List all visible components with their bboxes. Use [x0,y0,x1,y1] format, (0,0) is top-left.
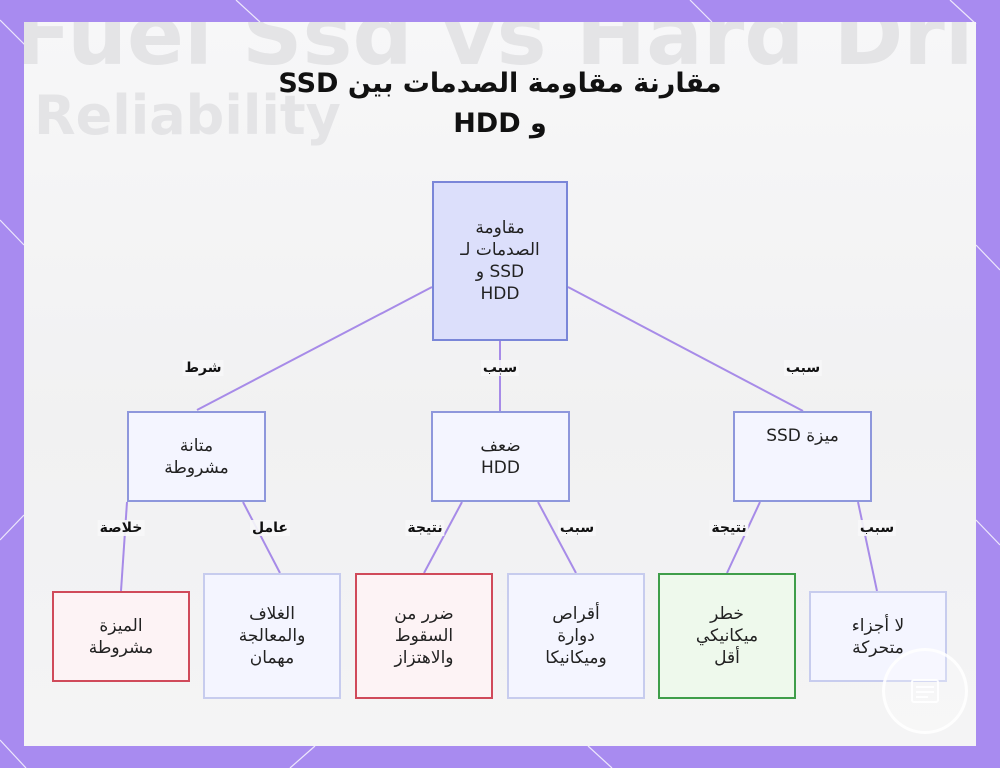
edge-label-condition: شرط [182,360,224,376]
no-moving-parts-node: لا أجزاء متحركة [809,591,947,682]
feature-conditional-label: الميزة مشروطة [88,615,154,658]
diagram-title: مقارنة مقاومة الصدمات بين SSD و HDD [0,64,1000,144]
ssd-advantage-node: ميزة SSD [733,411,872,502]
edge-conditional-feature [120,501,128,592]
edge-hdd-platters [537,501,577,574]
background-heading-ghost: Fuel Ssd vs Hard Drive [24,22,976,84]
edge-label-cause-ssd: سبب [783,360,823,376]
less-mechanical-risk-node: خطر ميكانيكي أقل [658,573,796,699]
drop-vibration-damage-node: ضرر من السقوط والاهتزاز [355,573,493,699]
edge-label-cause-hdd: سبب [480,360,520,376]
background-subheading-ghost: Reliability [34,84,341,147]
hdd-weakness-label: ضعف HDD [480,435,521,478]
edge-root-ssd [567,286,804,412]
root-node: مقاومة الصدمات لـ SSD و HDD [432,181,568,341]
edge-label-cause-platters: سبب [557,520,597,536]
edge-label-conclusion: خلاصة [97,520,145,536]
watermark-badge [882,648,968,734]
less-mechanical-risk-label: خطر ميكانيكي أقل [695,604,759,668]
edge-ssd-risk [726,501,761,574]
spinning-platters-label: أقراص دوارة وميكانيكا [545,604,607,668]
spinning-platters-node: أقراص دوارة وميكانيكا [507,573,645,699]
edge-label-result-ssd: نتيجة [709,520,749,536]
edge-root-conditional [196,286,433,411]
title-text: مقارنة مقاومة الصدمات بين SSD و HDD [278,68,722,139]
edge-conditional-casing [242,501,281,574]
edge-label-result-hdd: نتيجة [405,520,445,536]
drop-vibration-damage-label: ضرر من السقوط والاهتزاز [394,604,454,668]
conditional-durability-label: متانة مشروطة [164,435,229,478]
document-icon [911,679,939,703]
edge-hdd-damage [423,501,463,574]
edge-ssd-noparts [857,501,878,592]
ssd-advantage-label: ميزة SSD [766,426,839,446]
casing-handling-label: الغلاف والمعالجة مهمان [238,604,306,668]
root-node-label: مقاومة الصدمات لـ SSD و HDD [460,218,540,304]
no-moving-parts-label: لا أجزاء متحركة [851,615,905,658]
casing-handling-node: الغلاف والمعالجة مهمان [203,573,341,699]
conditional-durability-node: متانة مشروطة [127,411,266,502]
edge-label-factor: عامل [250,520,290,536]
feature-conditional-node: الميزة مشروطة [52,591,190,682]
hdd-weakness-node: ضعف HDD [431,411,570,502]
edge-label-cause-noparts: سبب [857,520,897,536]
